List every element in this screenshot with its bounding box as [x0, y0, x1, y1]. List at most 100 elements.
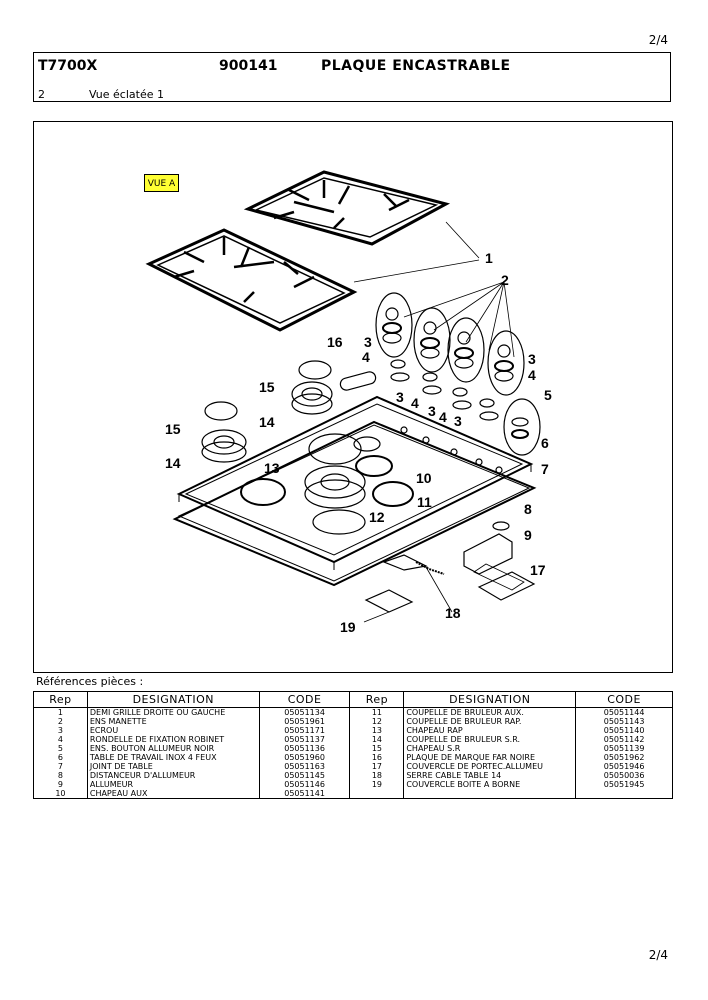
cell-rep: 2 — [33, 717, 88, 726]
table-row: 6 TABLE DE TRAVAIL INOX 4 FEUX 05051960 … — [33, 753, 673, 762]
cell-designation-2: COUPELLE DE BRULEUR AUX. — [403, 707, 577, 717]
cell-designation-2: CHAPEAU S.R — [403, 744, 577, 753]
cell-rep: 1 — [33, 707, 88, 717]
callout-17: 17 — [530, 562, 546, 578]
callout-13: 13 — [264, 460, 280, 476]
cell-rep-2: 19 — [349, 780, 405, 789]
exploded-view-diagram: 1 2 3 4 3 4 3 4 3 3 4 5 6 7 8 9 10 11 12… — [33, 121, 673, 673]
parts-reference-section: Références pièces : Rep DESIGNATION CODE… — [33, 673, 673, 808]
brand-plate — [339, 371, 377, 391]
section-number: 2 — [38, 88, 45, 101]
table-row: 7 JOINT DE TABLE 05051163 17 COUVERCLE D… — [33, 762, 673, 771]
cell-code: 05051171 — [258, 726, 351, 735]
cell-code-2: 05051139 — [575, 744, 673, 753]
cell-rep-2: 12 — [349, 717, 405, 726]
col-header-code: CODE — [258, 691, 351, 708]
callout-3d: 3 — [454, 413, 462, 429]
cell-code-2: 05051142 — [575, 735, 673, 744]
cell-code: 05051136 — [258, 744, 351, 753]
callout-4a: 4 — [362, 349, 370, 365]
callout-1: 1 — [485, 250, 493, 266]
cell-designation: CHAPEAU AUX — [86, 789, 260, 799]
cell-code-2: 05050036 — [575, 771, 673, 780]
cell-designation-2 — [403, 789, 577, 799]
exploded-view-drawing: 1 2 3 4 3 4 3 4 3 3 4 5 6 7 8 9 10 11 12… — [145, 170, 552, 635]
section-name: Vue éclatée 1 — [89, 88, 164, 101]
table-row: 3 ECROU 05051171 13 CHAPEAU RAP 05051140 — [33, 726, 673, 735]
cell-code: 05051137 — [258, 735, 351, 744]
callout-16: 16 — [327, 334, 343, 350]
cell-designation: TABLE DE TRAVAIL INOX 4 FEUX — [86, 753, 260, 762]
cell-rep: 3 — [33, 726, 88, 735]
view-a-label: VUE A — [144, 174, 179, 192]
table-row: 9 ALLUMEUR 05051146 19 COUVERCLE BOITE A… — [33, 780, 673, 789]
cell-designation-2: COUVERCLE BOITE A BORNE — [403, 780, 577, 789]
callout-3b: 3 — [396, 389, 404, 405]
cell-rep: 10 — [33, 789, 88, 799]
table-header-row: Rep DESIGNATION CODE Rep DESIGNATION COD… — [33, 691, 673, 708]
cell-rep: 6 — [33, 753, 88, 762]
cell-designation: ENS MANETTE — [86, 717, 260, 726]
callout-3a: 3 — [364, 334, 372, 350]
callout-4b: 4 — [411, 395, 419, 411]
callout-19: 19 — [340, 619, 356, 635]
grill-rear — [243, 170, 451, 246]
cell-rep: 5 — [33, 744, 88, 753]
callout-18: 18 — [445, 605, 461, 621]
callout-10: 10 — [416, 470, 432, 486]
page-number-top: 2/4 — [648, 33, 668, 47]
cell-designation: JOINT DE TABLE — [86, 762, 260, 771]
parts-table: Rep DESIGNATION CODE Rep DESIGNATION COD… — [33, 691, 673, 799]
cell-code: 05051134 — [258, 707, 351, 717]
col-header-designation-2: DESIGNATION — [403, 691, 577, 708]
callout-7: 7 — [541, 461, 549, 477]
callout-3e: 3 — [528, 351, 536, 367]
callout-3c: 3 — [428, 403, 436, 419]
cell-rep-2: 13 — [349, 726, 405, 735]
cell-designation: RONDELLE DE FIXATION ROBINET — [86, 735, 260, 744]
callout-8: 8 — [524, 501, 532, 517]
header-box: T7700X 900141 PLAQUE ENCASTRABLE 2 Vue é… — [33, 52, 671, 102]
references-title: Références pièces : — [36, 675, 144, 688]
callout-14b: 14 — [165, 455, 181, 471]
callout-2: 2 — [501, 272, 509, 288]
callout-4c: 4 — [439, 409, 447, 425]
col-header-code-2: CODE — [575, 691, 673, 708]
cell-designation-2: CHAPEAU RAP — [403, 726, 577, 735]
callout-14a: 14 — [259, 414, 275, 430]
ignitor-parts — [363, 521, 536, 623]
cell-code: 05051960 — [258, 753, 351, 762]
cell-code: 05051961 — [258, 717, 351, 726]
cell-designation-2: SERRE CABLE TABLE 14 — [403, 771, 577, 780]
burners-left — [201, 360, 333, 463]
callout-9: 9 — [524, 527, 532, 543]
col-header-designation: DESIGNATION — [86, 691, 260, 708]
table-row: 10 CHAPEAU AUX 05051141 — [33, 789, 673, 799]
model-number: T7700X — [38, 58, 98, 74]
table-row: 2 ENS MANETTE 05051961 12 COUPELLE DE BR… — [33, 717, 673, 726]
cell-code-2 — [575, 789, 673, 799]
cell-designation-2: COUVERCLE DE PORTEC.ALLUMEU — [403, 762, 577, 771]
callout-numbers: 1 2 3 4 3 4 3 4 3 3 4 5 6 7 8 9 10 11 12… — [165, 250, 552, 635]
col-header-rep: Rep — [33, 691, 88, 708]
cell-code-2: 05051962 — [575, 753, 673, 762]
cell-designation: ECROU — [86, 726, 260, 735]
cell-designation: ENS. BOUTON ALLUMEUR NOIR — [86, 744, 260, 753]
cell-rep: 9 — [33, 780, 88, 789]
cell-rep-2: 18 — [349, 771, 405, 780]
callout-15b: 15 — [165, 421, 181, 437]
table-row: 8 DISTANCEUR D'ALLUMEUR 05051145 18 SERR… — [33, 771, 673, 780]
page-number-bottom: 2/4 — [648, 948, 668, 962]
cell-designation-2: COUPELLE DE BRULEUR RAP. — [403, 717, 577, 726]
burner-rapid — [304, 433, 366, 535]
cell-code-2: 05051144 — [575, 707, 673, 717]
callout-15a: 15 — [259, 379, 275, 395]
cell-designation-2: PLAQUE DE MARQUE FAR NOIRE — [403, 753, 577, 762]
cell-rep: 4 — [33, 735, 88, 744]
cell-rep-2: 11 — [349, 707, 405, 717]
col-header-rep-2: Rep — [349, 691, 405, 708]
grill-front — [145, 228, 358, 332]
cell-code: 05051163 — [258, 762, 351, 771]
cell-designation: DEMI GRILLE DROITE OU GAUCHE — [86, 707, 260, 717]
callout-5: 5 — [544, 387, 552, 403]
